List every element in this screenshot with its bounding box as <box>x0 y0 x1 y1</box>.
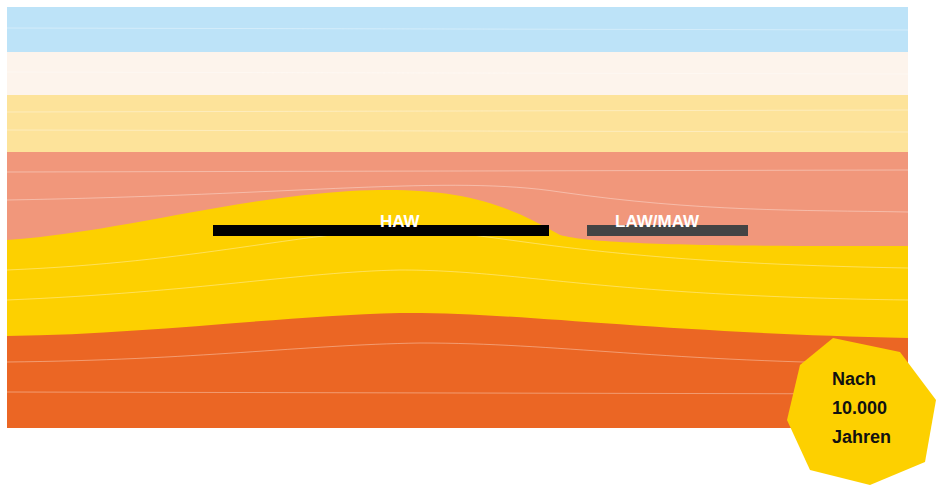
time-badge: Nach 10.000 Jahren <box>787 337 937 486</box>
sky-layer <box>7 7 908 53</box>
strata-lines <box>7 28 908 394</box>
octagon-fill <box>787 338 936 485</box>
sand-layer <box>7 95 908 153</box>
base-rock-layer <box>7 313 908 428</box>
law-maw-label: LAW/MAW <box>615 212 699 232</box>
badge-text: Nach 10.000 Jahren <box>832 365 918 452</box>
haw-label: HAW <box>380 212 420 232</box>
top-soil-layer <box>7 52 908 96</box>
